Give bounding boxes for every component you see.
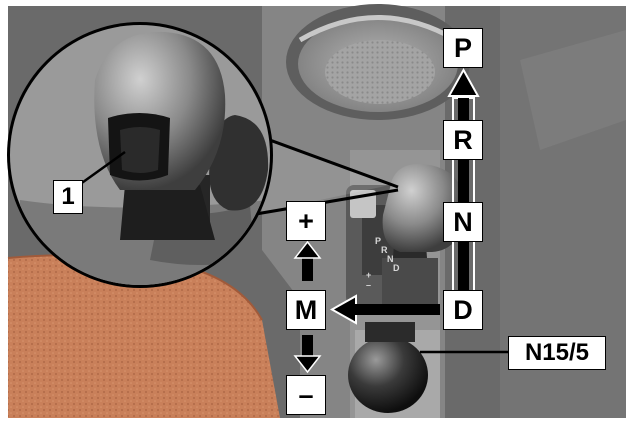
gear-label-n: N	[443, 202, 483, 242]
indicator-plus: +	[366, 270, 371, 280]
callout-label-1: 1	[53, 180, 83, 214]
mode-label-plus: +	[286, 201, 326, 241]
arrow-plus	[302, 255, 313, 281]
indicator-d: D	[393, 263, 400, 273]
mode-label-minus: –	[286, 375, 326, 415]
gear-label-d: D	[443, 290, 483, 330]
controller-knob	[348, 337, 428, 413]
gear-label-p: P	[443, 28, 483, 68]
callout-label-n15: N15/5	[508, 336, 606, 370]
gear-label-r: R	[443, 120, 483, 160]
mode-label-m: M	[286, 290, 326, 330]
indicator-minus: –	[366, 280, 371, 290]
